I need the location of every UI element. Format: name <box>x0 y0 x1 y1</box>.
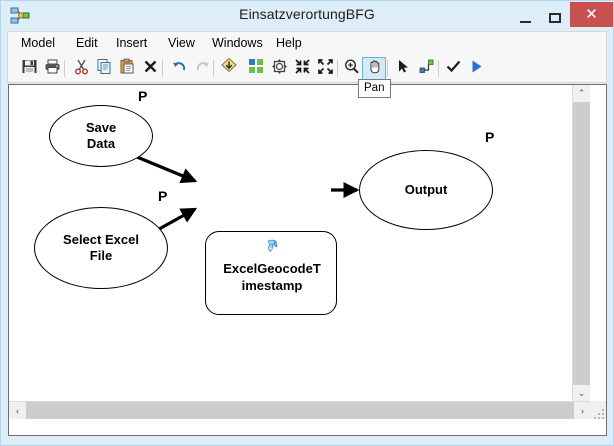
save-icon <box>21 58 38 80</box>
auto-layout-button[interactable] <box>217 57 241 80</box>
pan-tooltip: Pan <box>358 79 392 98</box>
toolbar-separator <box>387 60 388 77</box>
zoom-out-icon <box>294 58 311 80</box>
delete-button[interactable] <box>138 57 162 80</box>
redo-button[interactable] <box>190 57 214 80</box>
menu-item-view[interactable]: View <box>168 36 195 50</box>
toolbar-separator <box>162 60 163 77</box>
view-elements-button[interactable] <box>244 57 268 80</box>
node-save-data-label: Save Data <box>85 120 117 151</box>
run-icon <box>468 58 485 80</box>
node-excel-geocode-timestamp[interactable]: ExcelGeocodeT imestamp <box>205 231 337 315</box>
node-output-label: Output <box>404 182 448 197</box>
toolbar-separator <box>64 60 65 77</box>
connect-tool-icon <box>418 58 435 80</box>
scroll-right-arrow[interactable]: › <box>574 402 591 419</box>
minimize-icon <box>519 20 531 23</box>
horizontal-scrollbar[interactable]: ‹ › <box>9 401 606 419</box>
parameter-label-select-excel: P <box>158 188 168 204</box>
full-extent-button[interactable] <box>267 57 291 80</box>
model-canvas-frame: Save Data Select Excel File <box>8 84 607 436</box>
undo-icon <box>171 58 188 80</box>
menu-bar: Model Edit Insert View Windows Help <box>7 31 607 55</box>
node-output[interactable]: Output <box>359 150 493 230</box>
zoom-out-button[interactable] <box>290 57 314 80</box>
copy-icon <box>96 58 113 80</box>
close-button[interactable]: ✕ <box>570 2 613 27</box>
scroll-up-arrow[interactable]: ⌃ <box>573 85 590 102</box>
cut-button[interactable] <box>69 57 93 80</box>
zoom-tool-button[interactable] <box>339 57 363 80</box>
toolbar <box>7 55 607 83</box>
parameter-label-output: P <box>485 129 495 145</box>
zoom-in-full-icon <box>317 58 334 80</box>
toolbar-separator <box>213 60 214 77</box>
select-tool-button[interactable] <box>391 57 415 80</box>
resize-grip[interactable] <box>591 401 606 419</box>
minimize-button[interactable] <box>510 2 540 27</box>
menu-item-edit[interactable]: Edit <box>76 36 98 50</box>
vertical-scrollbar[interactable]: ⌃ ⌄ <box>572 85 590 419</box>
title-bar: EinsatzverortungBFG ✕ <box>1 1 613 31</box>
print-button[interactable] <box>40 57 64 80</box>
menu-item-model[interactable]: Model <box>21 36 56 50</box>
save-button[interactable] <box>17 57 41 80</box>
paste-button[interactable] <box>115 57 139 80</box>
toolbar-separator <box>438 60 439 77</box>
zoom-tool-icon <box>343 58 360 80</box>
auto-layout-icon <box>220 57 238 80</box>
scroll-down-arrow[interactable]: ⌄ <box>573 385 590 402</box>
menu-item-insert[interactable]: Insert <box>116 36 148 50</box>
model-flow-icon <box>10 6 30 26</box>
paste-icon <box>119 58 136 80</box>
delete-icon <box>142 58 159 80</box>
copy-button[interactable] <box>92 57 116 80</box>
undo-button[interactable] <box>167 57 191 80</box>
close-icon: ✕ <box>585 6 598 23</box>
script-tool-icon <box>262 237 282 257</box>
horizontal-scroll-thumb[interactable] <box>26 402 574 419</box>
redo-icon <box>194 58 211 80</box>
validate-icon <box>445 58 462 80</box>
menu-item-windows[interactable]: Windows <box>212 36 263 50</box>
select-tool-icon <box>395 58 412 80</box>
window-title: EinsatzverortungBFG <box>239 6 375 22</box>
node-save-data[interactable]: Save Data <box>49 105 153 167</box>
link-save-data-to-process <box>136 155 198 184</box>
node-excel-geocode-timestamp-label: ExcelGeocodeT imestamp <box>223 261 321 293</box>
run-button[interactable] <box>464 57 488 80</box>
maximize-icon <box>549 13 561 23</box>
vertical-scroll-thumb[interactable] <box>573 102 590 385</box>
validate-button[interactable] <box>441 57 465 80</box>
connect-tool-button[interactable] <box>414 57 438 80</box>
print-icon <box>44 58 61 80</box>
model-canvas[interactable]: Save Data Select Excel File <box>9 85 606 419</box>
toolbar-separator <box>337 60 338 77</box>
view-elements-icon <box>248 58 264 79</box>
maximize-button[interactable] <box>540 2 570 27</box>
cut-icon <box>73 58 90 80</box>
scroll-left-arrow[interactable]: ‹ <box>9 402 26 419</box>
node-select-excel-file[interactable]: Select Excel File <box>34 207 168 289</box>
node-select-excel-file-label: Select Excel File <box>63 232 139 263</box>
pan-tool-button[interactable] <box>362 57 386 80</box>
menu-item-help[interactable]: Help <box>276 36 302 50</box>
zoom-in-full-button[interactable] <box>313 57 337 80</box>
pan-tool-icon <box>366 58 383 80</box>
parameter-label-save-data: P <box>138 88 148 104</box>
fit-to-window-icon <box>271 58 288 80</box>
